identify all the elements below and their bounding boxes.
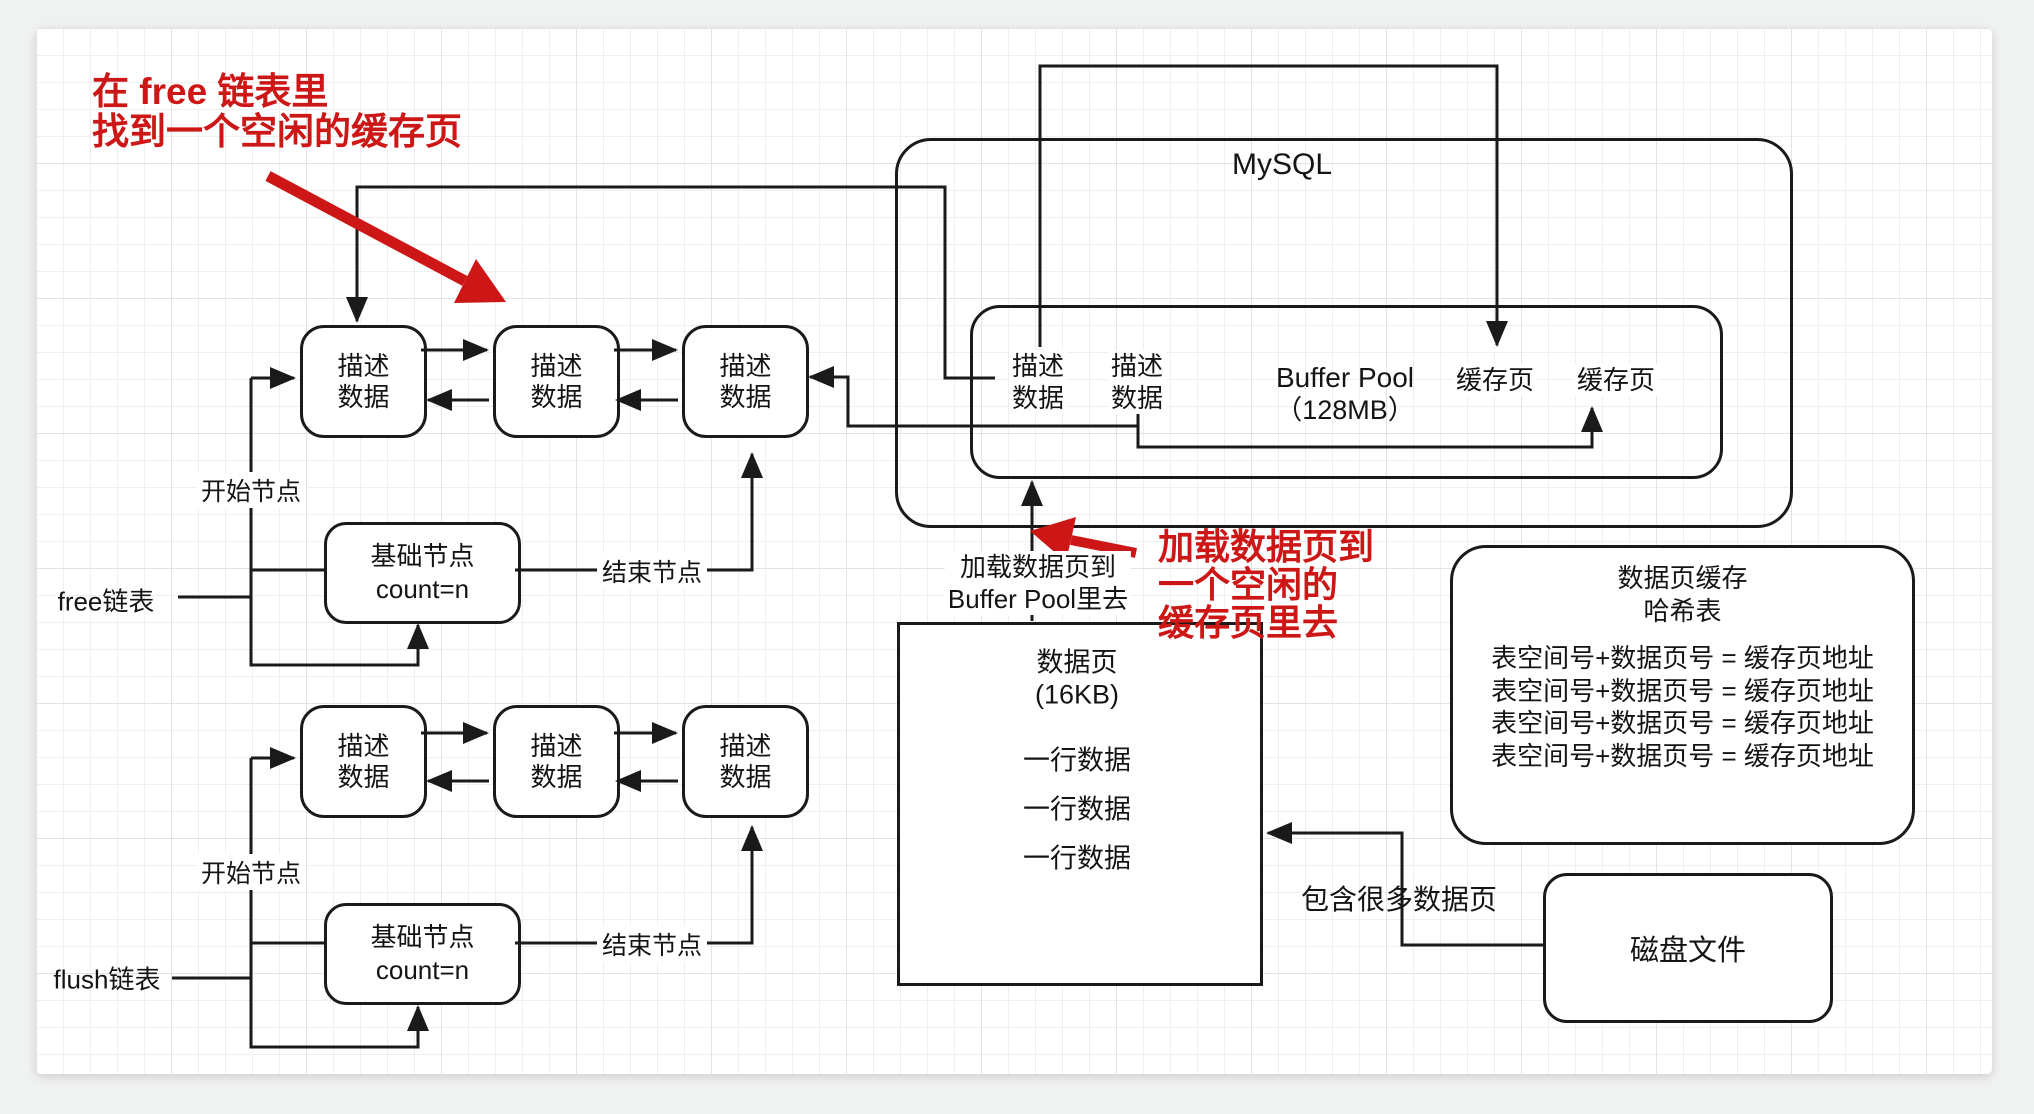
- load-datapage-label: 加载数据页到 Buffer Pool里去: [944, 551, 1132, 615]
- hash-table-row: 表空间号+数据页号 = 缓存页地址: [1491, 675, 1874, 706]
- pool-desc-line2: 数据: [1110, 383, 1164, 413]
- disk-file-label: 磁盘文件: [1629, 935, 1746, 967]
- free-list-label: free链表: [57, 586, 155, 617]
- free-hint-note: 在 free 链表里 找到一个空闲的缓存页: [92, 72, 462, 152]
- buffer-pool-title-line1: Buffer Pool: [1275, 362, 1415, 393]
- flush-trunk: [249, 758, 429, 1049]
- free-end-node-line: [515, 452, 763, 572]
- hash-table-row: 表空间号+数据页号 = 缓存页地址: [1491, 643, 1874, 673]
- hash-table-title-line2: 哈希表: [1643, 596, 1722, 626]
- free-trunk: [249, 378, 429, 667]
- data-page-size: (16KB): [1034, 679, 1120, 710]
- buffer-pool-title-line2: （128MB）: [1275, 395, 1415, 425]
- node-label-line2: 数据: [719, 381, 772, 412]
- flush-base-node: 基础节点 count=n: [324, 903, 521, 1005]
- data-row: 一行数据: [1023, 745, 1131, 776]
- hash-table-title-line1: 数据页缓存: [1617, 563, 1748, 593]
- free-desc-node-3: 描述 数据: [682, 325, 809, 438]
- base-node-title: 基础节点: [370, 541, 475, 571]
- free-desc-node-2: 描述 数据: [493, 325, 620, 438]
- contains-pages-label: 包含很多数据页: [1300, 884, 1498, 915]
- node-label-line1: 描述: [719, 730, 772, 761]
- node-label-line1: 描述: [530, 730, 583, 761]
- hash-table-box: 数据页缓存 哈希表 表空间号+数据页号 = 缓存页地址 表空间号+数据页号 = …: [1450, 545, 1915, 845]
- node-label-line1: 描述: [530, 350, 583, 381]
- connector-pool-desc1-to-free-node1: [346, 185, 995, 380]
- cache-page-1: 缓存页: [1452, 364, 1538, 396]
- base-node-count: count=n: [375, 955, 470, 985]
- flush-desc-node-1: 描述 数据: [300, 705, 427, 818]
- node-label-line2: 数据: [337, 761, 390, 792]
- red-arrow-load-hint: [1030, 517, 1137, 562]
- cache-page-2: 缓存页: [1573, 364, 1659, 396]
- flush-desc-node-2: 描述 数据: [493, 705, 620, 818]
- connector-desc2-to-free-node3: [808, 366, 1138, 428]
- hash-table-row: 表空间号+数据页号 = 缓存页地址: [1491, 708, 1874, 738]
- connector-desc1-to-cachepage1: [1038, 64, 1508, 347]
- free-hint-line1: 在 free 链表里: [92, 71, 329, 112]
- flush-desc-node-3: 描述 数据: [682, 705, 809, 818]
- data-row: 一行数据: [1023, 843, 1131, 874]
- node-label-line2: 数据: [719, 761, 772, 792]
- load-hint-line3: 缓存页里去: [1158, 602, 1339, 643]
- base-node-count: count=n: [375, 574, 470, 604]
- node-label-line1: 描述: [719, 350, 772, 381]
- flush-start-node-label: 开始节点: [195, 854, 307, 890]
- hash-table-row: 表空间号+数据页号 = 缓存页地址: [1491, 740, 1874, 771]
- flush-list-label: flush链表: [53, 964, 161, 995]
- load-hint-line1: 加载数据页到: [1158, 526, 1375, 567]
- node-label-line1: 描述: [337, 730, 390, 761]
- free-start-node-label: 开始节点: [195, 472, 307, 508]
- load-hint-note: 加载数据页到 一个空闲的 缓存页里去: [1158, 528, 1374, 642]
- connector-desc2-to-cachepage2: [1136, 406, 1603, 449]
- buffer-pool-box: [970, 305, 1723, 479]
- flush-end-node-label: 结束节点: [596, 926, 708, 962]
- free-hint-line2: 找到一个空闲的缓存页: [92, 111, 462, 152]
- load-hint-line2: 一个空闲的: [1158, 564, 1339, 605]
- load-label-line1: 加载数据页到: [959, 552, 1117, 582]
- flush-end-node-line: [515, 825, 763, 945]
- free-end-node-label: 结束节点: [596, 553, 708, 589]
- free-base-node: 基础节点 count=n: [324, 522, 521, 624]
- pool-desc-line1: 描述: [1110, 351, 1164, 381]
- mysql-container: [895, 138, 1793, 528]
- connector-disk-to-datapage: [1266, 822, 1543, 947]
- node-label-line1: 描述: [337, 350, 390, 381]
- node-label-line2: 数据: [530, 381, 583, 412]
- mysql-title: MySQL: [1231, 148, 1333, 181]
- red-arrow-free-hint: [265, 171, 506, 303]
- node-label-line2: 数据: [337, 381, 390, 412]
- data-page-title: 数据页: [1036, 647, 1118, 678]
- disk-file-box: 磁盘文件: [1543, 873, 1833, 1023]
- free-desc-node-1: 描述 数据: [300, 325, 427, 438]
- pool-desc-line1: 描述: [1011, 351, 1065, 381]
- pool-desc-line2: 数据: [1011, 383, 1065, 413]
- data-page-box: [897, 622, 1263, 986]
- base-node-title: 基础节点: [370, 922, 475, 952]
- data-row: 一行数据: [1023, 794, 1131, 825]
- buffer-pool-title: Buffer Pool （128MB）: [1272, 362, 1418, 426]
- load-label-line2: Buffer Pool里去: [947, 584, 1129, 614]
- pool-desc-node-1: 描述 数据: [1008, 350, 1068, 414]
- node-label-line2: 数据: [530, 761, 583, 792]
- pool-desc-node-2: 描述 数据: [1107, 350, 1167, 414]
